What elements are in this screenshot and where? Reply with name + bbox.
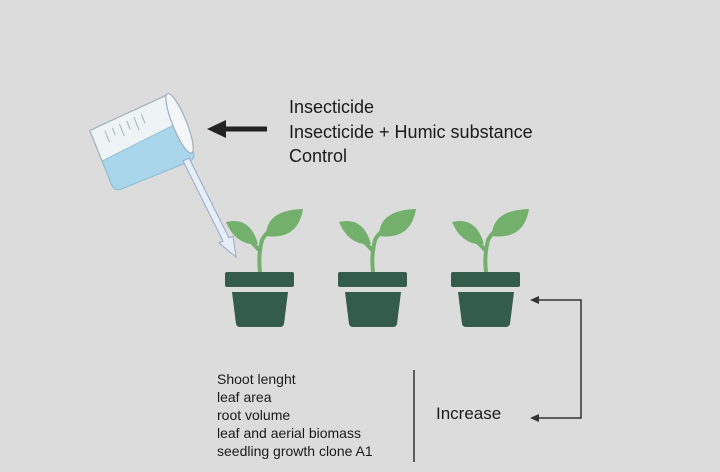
potted-plant-icon [451, 209, 529, 327]
potted-plant-icon [338, 209, 416, 327]
treatment-insecticide-humic: Insecticide + Humic substance [289, 121, 533, 142]
parameter-item: leaf and aerial biomass [217, 425, 361, 441]
parameter-item: leaf area [217, 389, 272, 405]
parameter-item: seedling growth clone A1 [217, 443, 373, 459]
potted-plant-icon [225, 209, 303, 327]
left-arrow-icon [207, 120, 267, 138]
pour-arrow-icon [182, 157, 237, 259]
beaker-icon [88, 92, 195, 191]
parameter-list: Shoot lenght leaf area root volume leaf … [217, 370, 373, 460]
treatment-list: Insecticide Insecticide + Humic substanc… [289, 95, 533, 169]
parameter-item: root volume [217, 407, 291, 423]
treatment-insecticide: Insecticide [289, 97, 375, 117]
treatment-control: Control [289, 146, 348, 166]
effect-label: Increase [436, 404, 502, 423]
parameter-item: Shoot lenght [217, 371, 296, 387]
bracket-arrow-icon [537, 299, 582, 419]
